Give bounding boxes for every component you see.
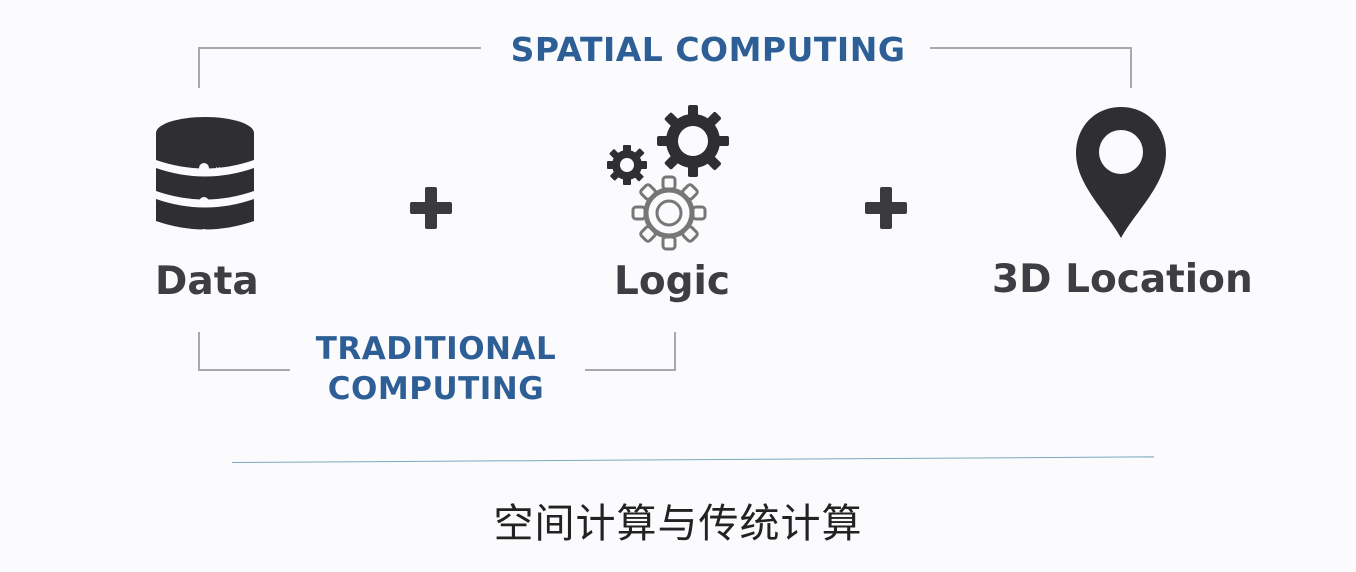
spatial-bracket-left-horizontal: [198, 47, 481, 49]
plus-sign-2: [865, 187, 907, 229]
figure-caption: 空间计算与传统计算: [493, 501, 863, 547]
caption-divider: [231, 456, 1154, 463]
data-label: Data: [155, 259, 259, 304]
map-pin-icon: [1076, 107, 1166, 238]
spatial-bracket-left-vertical: [198, 47, 200, 88]
spatial-bracket-right-horizontal: [930, 47, 1132, 49]
traditional-bracket-left-vertical: [198, 332, 200, 371]
spatial-computing-label: SPATIAL COMPUTING: [510, 30, 906, 69]
traditional-computing-label-line2: COMPUTING: [327, 371, 545, 407]
svg-text:×: ×: [215, 199, 221, 207]
traditional-bracket-left-horizontal: [198, 369, 290, 371]
gears-icon: [607, 105, 729, 251]
3d-location-label: 3D Location: [992, 257, 1253, 302]
spatial-bracket-right-vertical: [1130, 47, 1132, 88]
traditional-bracket-right-horizontal: [585, 369, 676, 371]
svg-text:×: ×: [215, 165, 221, 173]
logic-label: Logic: [614, 259, 731, 304]
database-icon: × ×: [155, 117, 255, 239]
plus-sign-1: [410, 187, 452, 229]
traditional-computing-label-line1: TRADITIONAL: [315, 331, 557, 367]
traditional-bracket-right-vertical: [674, 332, 676, 371]
